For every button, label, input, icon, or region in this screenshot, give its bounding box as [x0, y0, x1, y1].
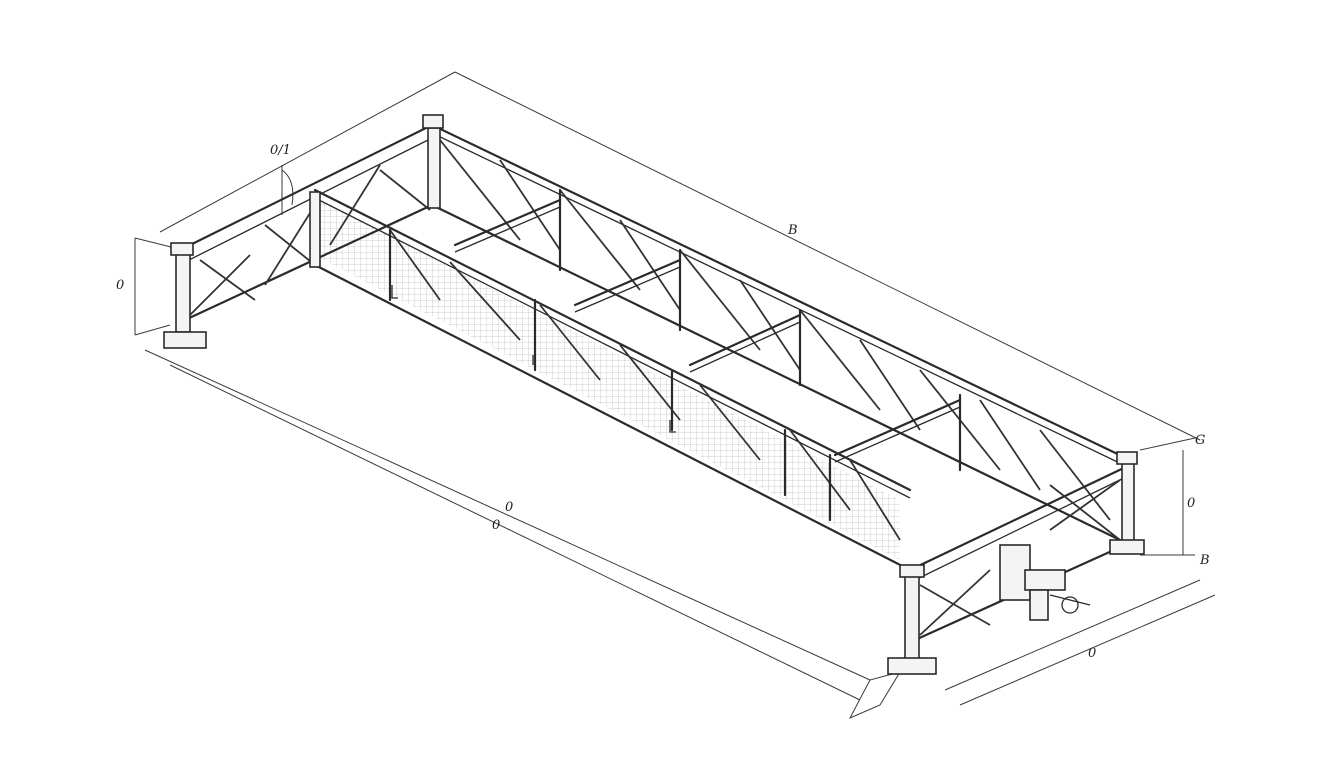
back-truss	[430, 123, 1132, 542]
label-right-bottom: B	[1200, 553, 1210, 568]
label-top-left-mark: 0/1	[270, 143, 291, 158]
hooks	[391, 285, 676, 433]
label-bottom-length-upper: 0	[505, 500, 514, 515]
label-right-top: G	[1195, 433, 1206, 448]
dimension-lines	[134, 71, 1216, 720]
label-top-length: B	[788, 223, 798, 238]
mesh-panels	[320, 200, 900, 560]
label-left-height: 0	[116, 278, 125, 293]
front-truss	[313, 188, 912, 572]
left-end-frame	[163, 114, 444, 349]
winch-mechanism	[999, 544, 1091, 621]
right-end-frame	[887, 451, 1145, 675]
label-right-width: 0	[1088, 646, 1097, 661]
label-bottom-length-lower: 0	[492, 518, 501, 533]
cross-beams	[453, 198, 962, 463]
label-right-height: 0	[1187, 496, 1196, 511]
